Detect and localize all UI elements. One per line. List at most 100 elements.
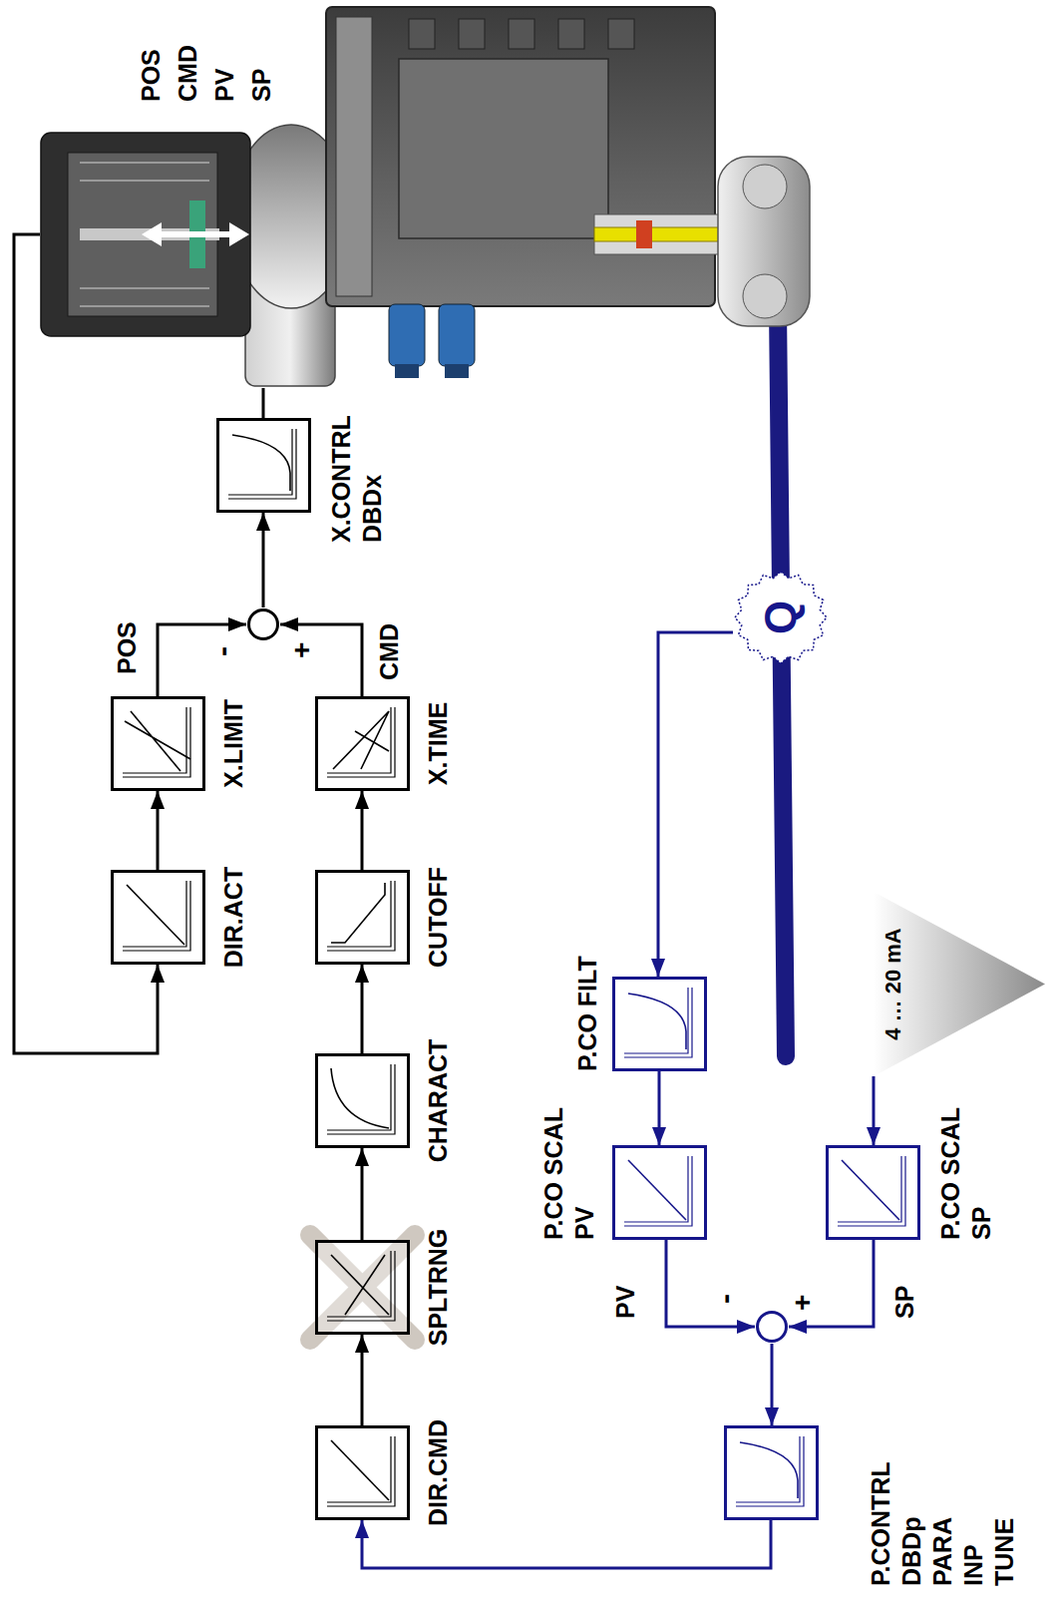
graph-curve (841, 1159, 900, 1220)
signal-line (666, 1239, 755, 1327)
block-outline (317, 1241, 409, 1334)
block-label: SP (966, 1106, 998, 1240)
graph-curve (232, 434, 291, 491)
signal-line (360, 1334, 364, 1425)
cable-gland (388, 304, 425, 366)
process-controller-block-shape (723, 1424, 819, 1520)
disabled-cross (310, 1234, 415, 1340)
meter-outline (734, 571, 827, 664)
graph-axes (624, 987, 693, 1057)
signal-line (360, 1147, 364, 1240)
block-label: P.CONTRL (865, 1460, 897, 1586)
motion-arrowhead (229, 222, 250, 247)
signal-triangle (873, 891, 1046, 1076)
cooling-rib (408, 18, 435, 49)
filter-block: P.CO FILT (612, 976, 707, 1071)
process-controller-block: P.CONTRLDBDpPARAINPTUNE (723, 1424, 819, 1520)
summing-junction (246, 607, 281, 642)
signal-line (872, 1075, 876, 1145)
split-range-block: SPLTRNG (315, 1239, 410, 1335)
summing-junction (754, 1309, 789, 1344)
text-group: SPLTRNG (422, 1228, 454, 1347)
flow-meter: Q (732, 569, 829, 666)
graph-axes (624, 1155, 693, 1226)
graph-curve (628, 1159, 687, 1220)
signal-line (280, 624, 362, 697)
block-label: DBDp (896, 1460, 928, 1586)
sign-symbol: + (787, 1294, 818, 1311)
scaling-block-shape (825, 1144, 921, 1240)
body-top-face (336, 16, 372, 297)
signal-line (361, 1519, 771, 1568)
signal-line (770, 1343, 774, 1425)
cutoff-block: CUTOFF (315, 869, 410, 965)
stem-nut (636, 220, 653, 249)
direction-block-shape (315, 1424, 410, 1520)
cooling-rib (608, 18, 635, 49)
block-label: PV (569, 1106, 601, 1240)
device-label: 4 … 20 mA (877, 927, 909, 1041)
block-label: DBDx (356, 414, 388, 543)
gland-nut (444, 363, 469, 378)
valve-port (742, 164, 787, 209)
signal-input: 4 … 20 mA (869, 891, 1048, 1076)
text-group: X.LIMIT (218, 699, 250, 788)
signal-name: POS (111, 621, 142, 675)
graph-curve (126, 884, 185, 945)
body-panel (398, 58, 609, 239)
graph-curve (331, 882, 385, 943)
graph-curve (739, 1441, 798, 1498)
direction-block: DIR.CMD (315, 1424, 410, 1520)
text-group: P.CO FILT (572, 955, 604, 1071)
text-group: DIR.ACT (218, 866, 250, 968)
block-outline (614, 1146, 706, 1239)
scaling-block: P.CO SCALSP (825, 1144, 921, 1240)
block-label: TUNE (989, 1460, 1021, 1586)
position-controller-block: X.CONTRLDBDx (216, 417, 312, 513)
limit-block-shape (110, 696, 206, 791)
block-label: INP (958, 1460, 990, 1586)
block-label: P.CO SCAL (538, 1106, 570, 1240)
text-group: CHARACT (422, 1039, 454, 1163)
sign-symbol: - (207, 646, 238, 657)
block-outline (317, 698, 409, 790)
cable-gland (438, 304, 475, 366)
block-outline (317, 1426, 409, 1519)
graph-curve (628, 993, 687, 1050)
block-outline (725, 1426, 818, 1519)
junction-circle (249, 610, 279, 640)
block-label: X.LIMIT (218, 699, 250, 788)
block-label: DIR.CMD (422, 1418, 454, 1526)
text-group: Q (758, 600, 803, 635)
actuator-cylinder (40, 132, 251, 337)
text-group: P.CO SCALSP (935, 1106, 998, 1240)
text-group: P.CONTRLDBDpPARAINPTUNE (865, 1460, 1021, 1586)
signal-name: PV (610, 1285, 641, 1319)
block-label: X.CONTRL (326, 414, 357, 543)
disabled-cross (310, 1234, 415, 1340)
block-outline (218, 419, 311, 512)
position-controller-block-shape (216, 417, 312, 513)
block-label: CHARACT (422, 1039, 454, 1163)
block-outline (614, 978, 706, 1070)
graph-axes (735, 1435, 804, 1506)
positioner-body (326, 6, 715, 307)
signal-name: SP (889, 1285, 920, 1319)
process-pipe (777, 308, 786, 1057)
graph-axes (122, 706, 191, 777)
block-outline (827, 1146, 920, 1239)
characteristic-block: CHARACT (315, 1053, 410, 1148)
graph-axes (327, 1435, 395, 1506)
graph-curve (333, 710, 389, 769)
scaling-block-shape (612, 1144, 707, 1240)
block-outline (317, 871, 409, 964)
cooling-rib (508, 18, 535, 49)
time-block: X.TIME (315, 696, 410, 791)
sign-symbol: + (287, 642, 318, 659)
valve-body (717, 156, 810, 327)
motion-arrow (155, 231, 236, 238)
graph-axes (327, 880, 395, 951)
block-label: PARA (927, 1460, 959, 1586)
characteristic-block-shape (315, 1053, 410, 1148)
graph-axes (122, 880, 191, 951)
